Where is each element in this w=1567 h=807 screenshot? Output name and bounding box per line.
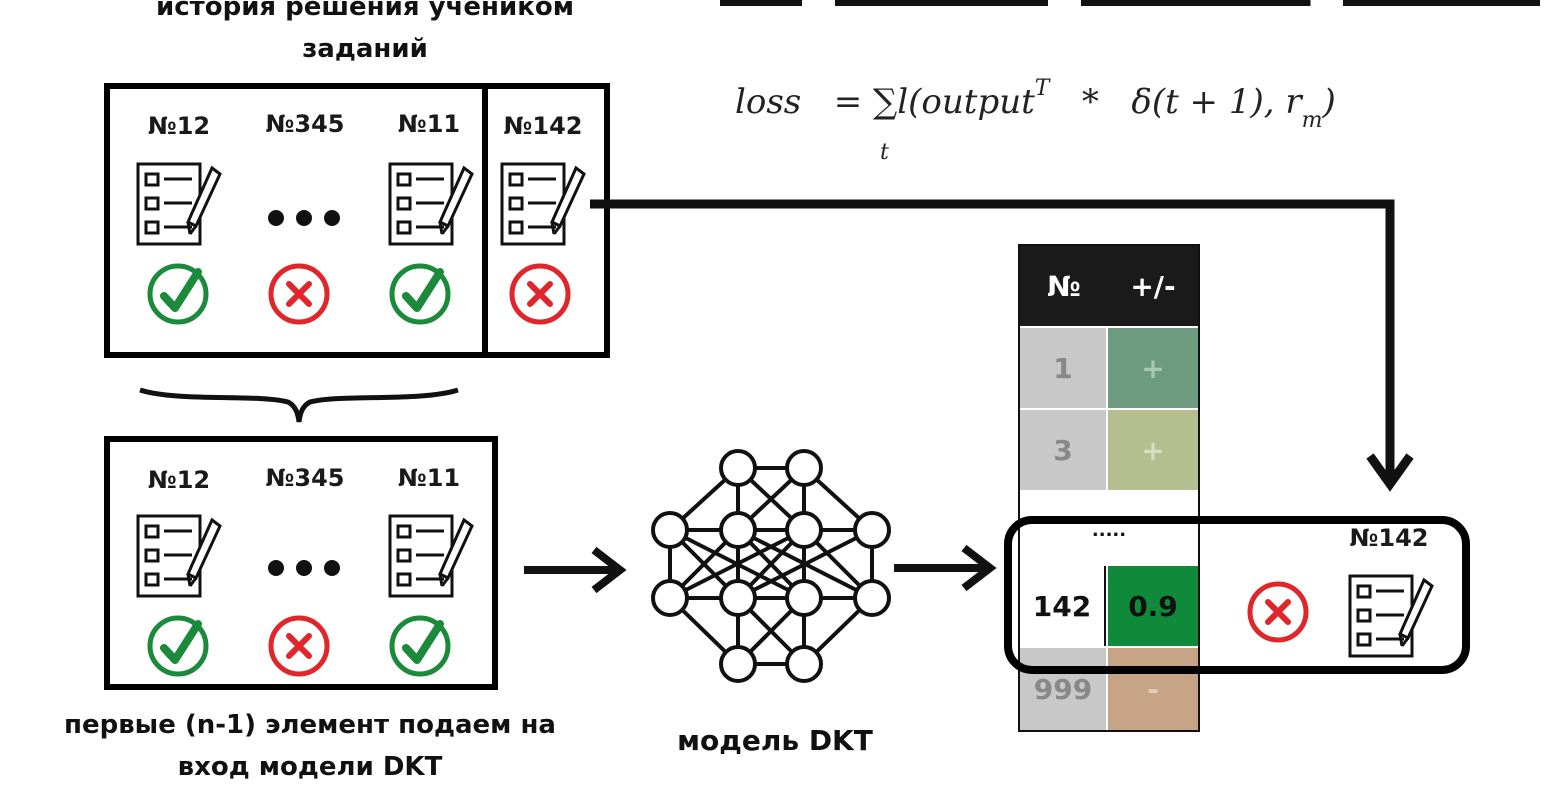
history-task-label: №345 xyxy=(265,110,345,138)
formula-times: * xyxy=(1081,82,1099,122)
table-cell-ellipsis: ..... xyxy=(1020,492,1198,564)
red-x-icon xyxy=(509,263,571,325)
red-x-icon xyxy=(268,615,330,677)
formula-sub: m xyxy=(1301,108,1323,133)
table-header-val: +/- xyxy=(1108,246,1198,326)
table-cell-num: 1 xyxy=(1020,328,1106,408)
highlight-frame xyxy=(1004,516,1470,674)
formula-sup: T xyxy=(1034,76,1050,101)
input-task-label: №12 xyxy=(147,466,211,494)
table-cell-val: - xyxy=(1108,648,1198,730)
formula-close: ) xyxy=(1322,82,1336,122)
task-sheet-icon xyxy=(388,514,474,598)
ellipsis-dots-icon xyxy=(268,560,340,576)
table-cell-val: + xyxy=(1108,410,1198,490)
input-task-label: №11 xyxy=(397,464,461,492)
neural-network-icon xyxy=(651,449,891,683)
history-caption-line1: история решения учеником xyxy=(156,0,574,22)
task-sheet-icon xyxy=(500,162,586,246)
formula-eq: = xyxy=(833,82,863,122)
green-check-icon xyxy=(147,263,209,325)
cropped-heading xyxy=(720,0,1540,6)
ellipsis-dots-icon xyxy=(268,210,340,226)
history-caption-line2: заданий xyxy=(302,34,428,64)
table-cell-val: 0.9 xyxy=(1108,566,1198,646)
task-sheet-icon xyxy=(136,162,222,246)
table-cell-num: 999 xyxy=(1020,648,1106,730)
task-sheet-icon xyxy=(136,514,222,598)
formula-sum: ∑ xyxy=(873,82,898,122)
history-task-label: №11 xyxy=(397,110,461,138)
formula-sum-index: t xyxy=(880,140,889,165)
arrow-right-icon xyxy=(894,544,997,592)
history-box xyxy=(104,83,488,358)
formula-body: l(output xyxy=(897,82,1035,122)
history-task-label: №12 xyxy=(147,112,211,140)
green-check-icon xyxy=(147,615,209,677)
input-task-label: №345 xyxy=(265,464,345,492)
highlight-task-label: №142 xyxy=(1349,524,1429,552)
task-sheet-icon xyxy=(388,162,474,246)
green-check-icon xyxy=(389,263,451,325)
arrow-right-icon xyxy=(524,546,627,594)
table-cell-num: 142 xyxy=(1020,566,1106,646)
curly-brace-icon xyxy=(139,387,459,423)
red-x-icon xyxy=(1247,581,1309,643)
formula-delta: δ(t + 1), r xyxy=(1131,82,1302,122)
red-x-icon xyxy=(268,263,330,325)
target-task-label: №142 xyxy=(503,112,583,140)
input-caption-line1: первые (n-1) элемент подаем на xyxy=(64,710,556,740)
loss-formula: loss = ∑l(outputT * δ(t + 1), rm) xyxy=(735,76,1336,133)
table-header-num: № xyxy=(1020,246,1108,326)
model-caption: модель DKT xyxy=(677,724,873,757)
green-check-icon xyxy=(389,615,451,677)
table-cell-val: + xyxy=(1108,328,1198,408)
table-cell-num: 3 xyxy=(1020,410,1106,490)
task-sheet-icon xyxy=(1348,574,1434,658)
input-caption-line2: вход модели DKT xyxy=(177,752,443,782)
formula-lhs: loss xyxy=(735,82,802,122)
connector-arrow xyxy=(590,199,1414,492)
